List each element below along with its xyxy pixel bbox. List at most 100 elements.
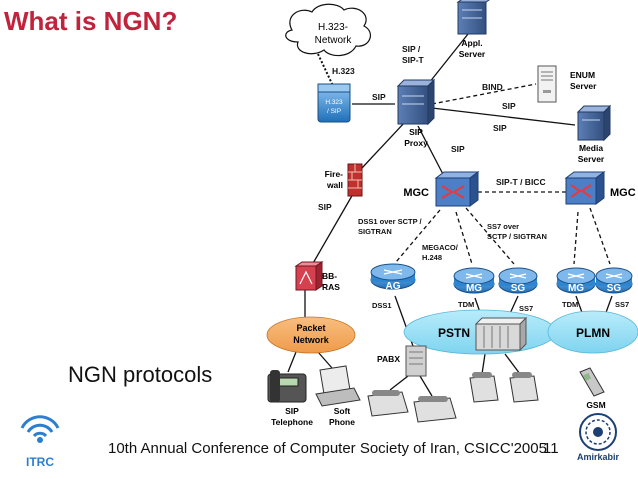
label-megaco-2: H.248: [422, 253, 442, 262]
pstn-label: PSTN: [438, 326, 470, 340]
label-megaco-1: MEGACO/: [422, 243, 459, 252]
gsm-label: GSM: [586, 400, 605, 410]
label-sip-sipt-1: SIP /: [402, 44, 421, 54]
link-labels: H.323 SIP / SIP-T BIND SIP SIP SIP SIP S…: [318, 44, 629, 313]
slide-subtitle: NGN protocols: [68, 362, 213, 387]
link-mgc-sg: [465, 207, 515, 265]
sip-proxy-server: SIP Proxy: [396, 78, 436, 148]
mgc-left-label: MGC: [403, 187, 429, 199]
pstn-switch: [474, 316, 528, 352]
sg-center-router: SG: [498, 267, 538, 294]
label-sip-mgc: SIP: [451, 144, 465, 154]
link-packet-softphone: [317, 351, 333, 369]
mg-center-router: MG: [453, 267, 495, 294]
packet-network-label-1: Packet: [296, 323, 325, 333]
label-ss7-center: SS7: [519, 304, 533, 313]
mgc-right-label: MGC: [610, 187, 636, 199]
link-packet-sipphone: [287, 351, 297, 373]
firewall-label-2: wall: [326, 180, 343, 190]
link-proxy-firewall: [361, 121, 406, 169]
sip-telephone-label-2: Telephone: [271, 417, 313, 427]
sip-telephone: SIP Telephone: [267, 370, 313, 427]
slide-title: What is NGN?: [4, 6, 178, 36]
ag-label: AG: [386, 281, 401, 292]
link-proxy-mgc: [417, 125, 447, 181]
appl-server-label-1: Appl.: [461, 38, 482, 48]
desk-phone-1: [367, 390, 409, 417]
application-server: Appl. Server: [456, 0, 490, 59]
label-sip-firewall: SIP: [318, 202, 332, 212]
firewall-label-1: Fire-: [325, 169, 344, 179]
label-sip-to-proxy: SIP: [372, 92, 386, 102]
enum-server-label-1: ENUM: [570, 70, 595, 80]
label-dss1: DSS1: [372, 301, 392, 310]
itrc-logo: ITRC: [20, 415, 60, 469]
page-number: 11: [543, 440, 559, 457]
sg-center-label: SG: [511, 283, 526, 294]
link-appl-proxy: [424, 33, 469, 89]
soft-phone-label-1: Soft: [334, 406, 351, 416]
media-server-label-2: Server: [578, 154, 605, 164]
h323-network-label-1: H.323-: [318, 22, 348, 33]
bbras-label-1: BB-: [322, 271, 337, 281]
desk-phone-3: [469, 372, 499, 403]
soft-phone: Soft Phone: [315, 365, 361, 427]
ag-router: AG: [370, 263, 416, 292]
appl-server-label-2: Server: [459, 49, 486, 59]
label-ss7-right: SS7: [615, 300, 629, 309]
mgc-right: MGC: [564, 171, 636, 205]
desk-phone-4: [509, 372, 539, 403]
link-pabx-phone1: [389, 375, 409, 391]
label-dss1-sigtran-1: DSS1 over SCTP /: [358, 217, 423, 226]
label-dss1-sigtran-2: SIGTRAN: [358, 227, 392, 236]
link-firewall-bbras: [311, 193, 354, 266]
link-pstn-phone2: [504, 353, 521, 375]
packet-network-label-2: Network: [293, 335, 330, 345]
mgc-left: MGC: [403, 171, 480, 207]
h323-network-label-2: Network: [315, 35, 353, 46]
label-sip-sipt-2: SIP-T: [402, 55, 425, 65]
link-mgc-ag: [395, 209, 441, 263]
mg-right-label: MG: [568, 283, 584, 294]
enum-server-label-2: Server: [570, 81, 597, 91]
label-ss7-sigtran-1: SS7 over: [487, 222, 519, 231]
sip-proxy-label-1: SIP: [409, 127, 423, 137]
slide-footer: 10th Annual Conference of Computer Socie…: [108, 440, 547, 457]
label-ss7-sigtran-2: SCTP / SIGTRAN: [487, 232, 547, 241]
amirkabir-logo-text: Amirkabir: [577, 452, 620, 462]
h323-sip-gateway: H.323 / SIP: [317, 83, 351, 123]
sg-right-label: SG: [607, 283, 622, 294]
pabx-label: PABX: [377, 354, 400, 364]
link-mgc-mg: [455, 211, 473, 265]
amirkabir-logo: Amirkabir: [577, 413, 620, 462]
desk-phone-2: [413, 396, 457, 423]
label-sip-media: SIP: [493, 123, 507, 133]
pabx: PABX: [377, 345, 427, 377]
link-mgc2-sg: [589, 207, 611, 265]
label-tdm-right: TDM: [562, 300, 578, 309]
plmn-network: PLMN: [547, 310, 638, 354]
h323-sip-label-2: / SIP: [327, 108, 341, 115]
sip-telephone-label-1: SIP: [285, 406, 299, 416]
h323-sip-label-1: H.323: [325, 99, 343, 106]
media-server-label-1: Media: [579, 143, 603, 153]
label-bind: BIND: [482, 82, 503, 92]
mg-right-router: MG: [556, 267, 596, 294]
label-sipt-bicc: SIP-T / BICC: [496, 177, 546, 187]
plmn-label: PLMN: [576, 326, 610, 340]
label-sip-enum: SIP: [502, 101, 516, 111]
mg-center-label: MG: [466, 283, 482, 294]
h323-network-cloud: H.323- Network: [285, 3, 372, 57]
link-proxy-enum: [431, 83, 537, 105]
bbras: BB- RAS: [294, 261, 340, 292]
soft-phone-label-2: Phone: [329, 417, 355, 427]
link-pabx-phone2: [419, 375, 433, 397]
media-server: Media Server: [576, 104, 612, 164]
sg-right-router: SG: [595, 267, 633, 294]
link-pstn-phone1: [481, 353, 486, 375]
bbras-label-2: RAS: [322, 282, 340, 292]
label-tdm-center: TDM: [458, 300, 474, 309]
packet-network: Packet Network: [266, 316, 356, 354]
